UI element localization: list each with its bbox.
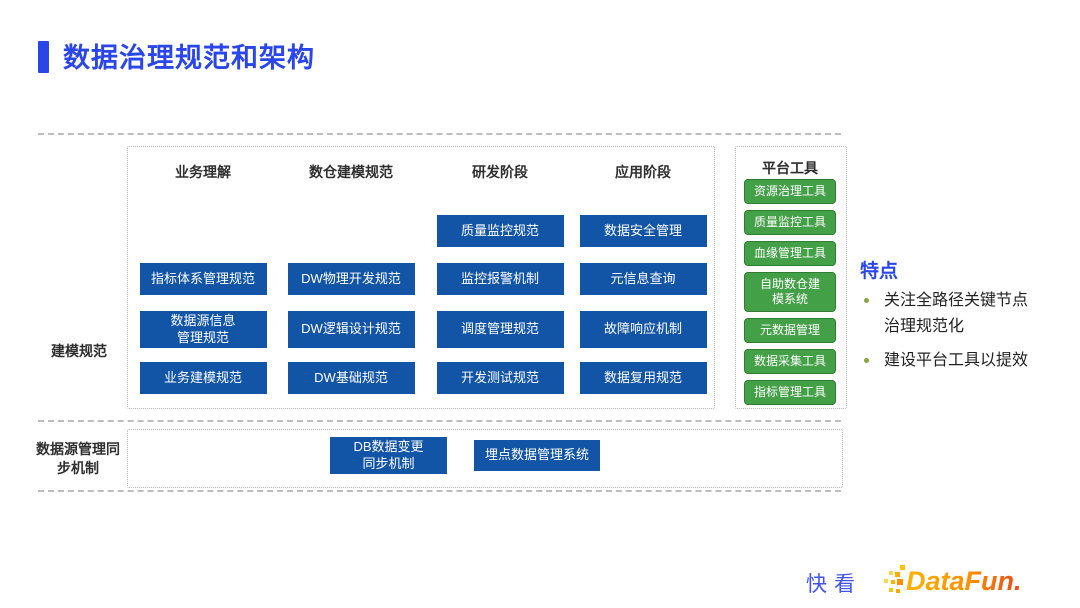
spec-box: DW物理开发规范 <box>287 263 415 295</box>
spec-box: 数据安全管理 <box>579 215 707 247</box>
spec-box: 业务建模规范 <box>139 362 267 394</box>
sync-box: DB数据变更 同步机制 <box>330 437 447 474</box>
divider-top <box>38 133 841 135</box>
sync-box: 埋点数据管理系统 <box>474 440 600 471</box>
spec-box: 调度管理规范 <box>436 311 564 348</box>
spec-box: 监控报警机制 <box>436 263 564 295</box>
platform-tool-box: 元数据管理 <box>744 318 836 343</box>
spec-box: DW基础规范 <box>287 362 415 394</box>
kuaikan-logo: 快看 <box>806 573 862 596</box>
title-accent-bar <box>38 41 49 73</box>
datafun-pixel-squares <box>884 565 905 593</box>
spec-box: 指标体系管理规范 <box>139 263 267 295</box>
page-title: 数据治理规范和架构 <box>63 43 315 73</box>
divider-middle <box>38 420 841 422</box>
datafun-logo-graphic: DataFun. <box>884 565 1022 596</box>
divider-bottom <box>38 490 841 492</box>
spec-box: 开发测试规范 <box>436 362 564 394</box>
platform-tool-box: 自助数仓建 模系统 <box>744 272 836 312</box>
platform-tools-title: 平台工具 <box>762 160 818 176</box>
spec-box: 数据源信息 管理规范 <box>139 311 267 348</box>
spec-box: 元信息查询 <box>579 263 707 295</box>
features-list: 关注全路径关键节点 治理规范化建设平台工具以提效 <box>860 288 1080 381</box>
platform-tool-box: 数据采集工具 <box>744 349 836 374</box>
features-title: 特点 <box>860 261 899 282</box>
column-header: 研发阶段 <box>472 164 528 180</box>
platform-tool-box: 指标管理工具 <box>744 380 836 405</box>
platform-tools-list: 资源治理工具质量监控工具血缘管理工具自助数仓建 模系统元数据管理数据采集工具指标… <box>735 179 845 411</box>
platform-tool-box: 血缘管理工具 <box>744 241 836 266</box>
spec-box: DW逻辑设计规范 <box>287 311 415 348</box>
feature-bullet: 关注全路径关键节点 治理规范化 <box>864 288 1080 341</box>
spec-box: 数据复用规范 <box>579 362 707 394</box>
platform-tool-box: 资源治理工具 <box>744 179 836 204</box>
spec-box: 故障响应机制 <box>579 311 707 348</box>
datafun-logo: DataFun. <box>884 558 1044 607</box>
datafun-logo-text: DataFun. <box>906 566 1022 596</box>
row-label-modeling-spec: 建模规范 <box>51 343 107 359</box>
platform-tool-box: 质量监控工具 <box>744 210 836 235</box>
feature-bullet: 建设平台工具以提效 <box>864 348 1080 374</box>
spec-box: 质量监控规范 <box>436 215 564 247</box>
column-header: 业务理解 <box>175 164 231 180</box>
column-header: 数仓建模规范 <box>309 164 393 180</box>
column-header: 应用阶段 <box>615 164 671 180</box>
row-label-datasource-sync: 数据源管理同 步机制 <box>36 441 120 476</box>
